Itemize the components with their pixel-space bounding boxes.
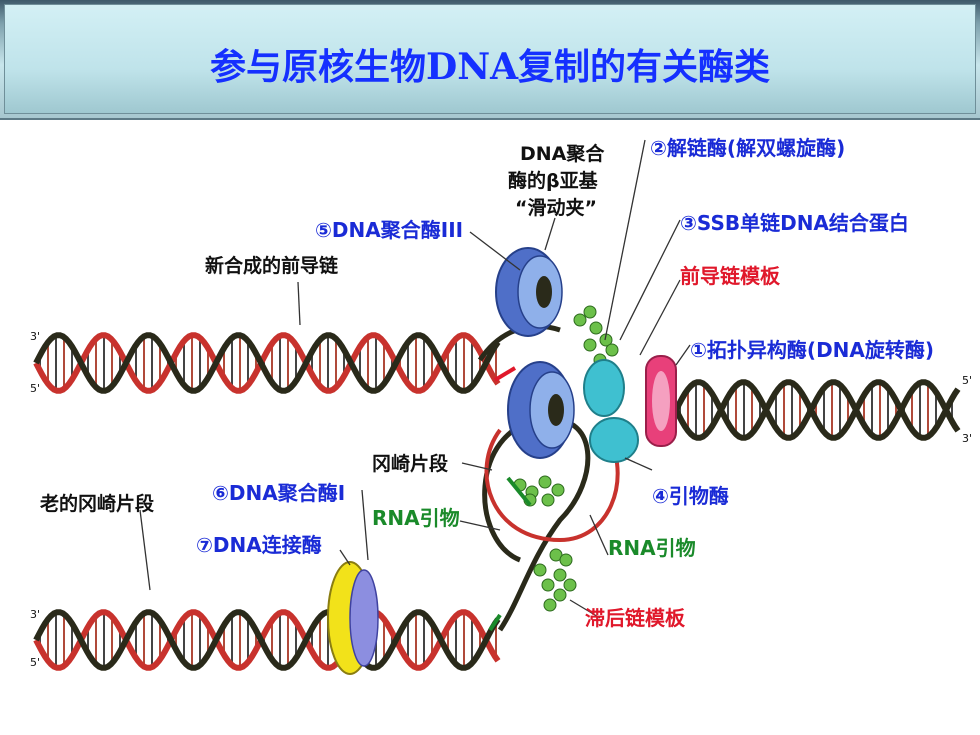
end-label: 5' (30, 656, 40, 669)
lagging-loop-strand (482, 416, 591, 632)
label-lagging-template: 滞后链模板 (585, 606, 686, 630)
lagging-loop-strand-inner (484, 428, 620, 543)
label-ssb: ③SSB单链DNA结合蛋白 (680, 211, 909, 235)
ssb-bead (573, 313, 587, 327)
dna-pol3-upper (495, 247, 563, 337)
ssb-bead (583, 305, 597, 319)
label-old-okazaki: 老的冈崎片段 (40, 492, 155, 515)
dna-backbone (673, 379, 961, 441)
parental-helix (673, 379, 961, 441)
ssb-bead (563, 578, 577, 592)
label-rna-primer-1: RNA引物 (372, 506, 460, 530)
label-primase: ④引物酶 (652, 484, 729, 508)
primer-arrow (488, 613, 502, 632)
dna-backbone (33, 332, 501, 394)
replication-diagram: DNA聚合 酶的β亚基 “滑动夹” ②解链酶(解双螺旋酶) ⑤DNA聚合酶III… (30, 136, 972, 675)
title-bar: 参与原核生物DNA复制的有关酶类 (0, 0, 980, 120)
dna-backbone (33, 609, 501, 671)
label-leading-template: 前导链模板 (680, 264, 781, 288)
end-label: 3' (30, 608, 40, 621)
ssb-bead (553, 568, 567, 582)
label-pol3: ⑤DNA聚合酶III (315, 218, 463, 242)
label-topo: ①拓扑异构酶(DNA旋转酶) (690, 338, 934, 362)
dna-backbone (673, 379, 961, 441)
ssb-proteins (513, 305, 619, 612)
lagging-helix (33, 609, 501, 671)
end-label: 5' (962, 374, 972, 387)
label-ligase: ⑦DNA连接酶 (196, 533, 322, 557)
label-beta-clamp-3: “滑动夹” (515, 197, 597, 219)
leader-lines (139, 139, 691, 619)
ssb-bead (589, 321, 603, 335)
primase-protein (589, 417, 639, 463)
end-label: 5' (30, 382, 40, 395)
page-title: 参与原核生物DNA复制的有关酶类 (209, 46, 771, 88)
topoisomerase-protein (645, 355, 677, 447)
title-panel (4, 4, 976, 114)
okazaki-arrow (506, 476, 532, 507)
end-label: 3' (962, 432, 972, 445)
dna-backbone (33, 332, 501, 394)
end-label: 3' (30, 330, 40, 343)
ssb-bead (583, 338, 597, 352)
label-beta-clamp-2: 酶的β亚基 (508, 169, 599, 192)
leading-arrow (493, 366, 517, 382)
ssb-bead (605, 343, 619, 357)
label-pol1: ⑥DNA聚合酶I (212, 481, 345, 505)
ssb-bead (541, 493, 555, 507)
ssb-bead (541, 578, 555, 592)
ssb-bead (543, 598, 557, 612)
leading-helix (33, 332, 501, 394)
helicase-protein (583, 359, 625, 417)
ssb-bead (551, 483, 565, 497)
label-okazaki: 冈崎片段 (372, 452, 449, 475)
ssb-bead (533, 563, 547, 577)
ssb-bead (559, 553, 573, 567)
label-beta-clamp-1: DNA聚合 (520, 142, 605, 165)
label-helicase: ②解链酶(解双螺旋酶) (650, 136, 845, 160)
dna-ligase-protein (327, 561, 379, 675)
label-rna-primer-2: RNA引物 (608, 536, 696, 560)
dna-pol3-lower (507, 361, 575, 459)
label-new-leading: 新合成的前导链 (205, 254, 338, 277)
dna-backbone (33, 609, 501, 671)
ssb-bead (553, 588, 567, 602)
ssb-bead (538, 475, 552, 489)
